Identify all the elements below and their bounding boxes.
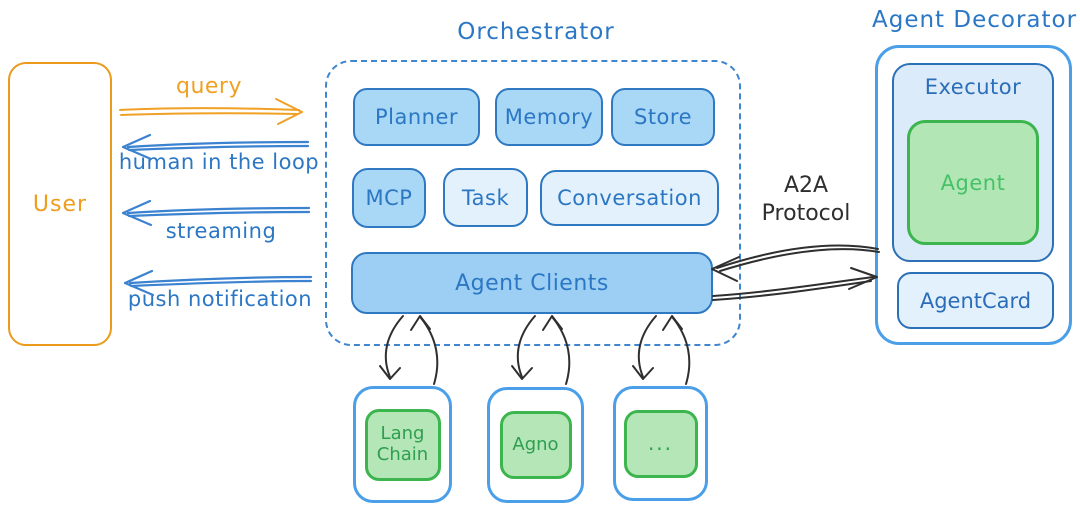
executor-label: Executor xyxy=(924,75,1022,99)
task-box: Task xyxy=(443,168,528,227)
agent-label: Agent xyxy=(940,170,1006,195)
langchain-box: Lang Chain xyxy=(353,386,452,503)
streaming-label: streaming xyxy=(165,219,277,243)
other-frameworks-box: ... xyxy=(613,386,708,501)
agent-decorator-title: Agent Decorator xyxy=(872,7,1078,33)
mcp-label: MCP xyxy=(365,186,413,210)
planner-label: Planner xyxy=(374,105,459,129)
conversation-box: Conversation xyxy=(540,170,719,226)
task-label: Task xyxy=(461,185,510,210)
store-box: Store xyxy=(611,88,715,146)
orchestrator-title: Orchestrator xyxy=(457,19,615,45)
push-notification-label: push notification xyxy=(127,287,313,311)
agentcard-label: AgentCard xyxy=(919,288,1032,313)
query-arrow xyxy=(119,98,303,125)
agent-clients-label: Agent Clients xyxy=(455,270,609,296)
user-label: User xyxy=(32,191,88,217)
agent-clients-box: Agent Clients xyxy=(351,252,713,314)
mcp-box: MCP xyxy=(352,168,426,228)
agno-box: Agno xyxy=(487,387,584,503)
human-in-the-loop-label: human in the loop xyxy=(118,150,320,174)
memory-box: Memory xyxy=(495,88,603,146)
agent-box: Agent xyxy=(907,120,1039,245)
query-label: query xyxy=(175,74,242,99)
store-label: Store xyxy=(633,105,692,129)
agno-label: Agno xyxy=(499,411,572,479)
a2a-protocol-label: A2A Protocol xyxy=(745,172,867,227)
conversation-label: Conversation xyxy=(557,186,702,210)
a2a-line2: Protocol xyxy=(761,200,851,226)
planner-box: Planner xyxy=(353,88,480,146)
langchain-label: Lang Chain xyxy=(364,408,441,481)
memory-label: Memory xyxy=(504,105,594,129)
user-box: User xyxy=(8,62,112,346)
other-frameworks-label: ... xyxy=(623,409,698,478)
agentcard-box: AgentCard xyxy=(897,272,1054,329)
a2a-line1: A2A xyxy=(783,173,829,198)
